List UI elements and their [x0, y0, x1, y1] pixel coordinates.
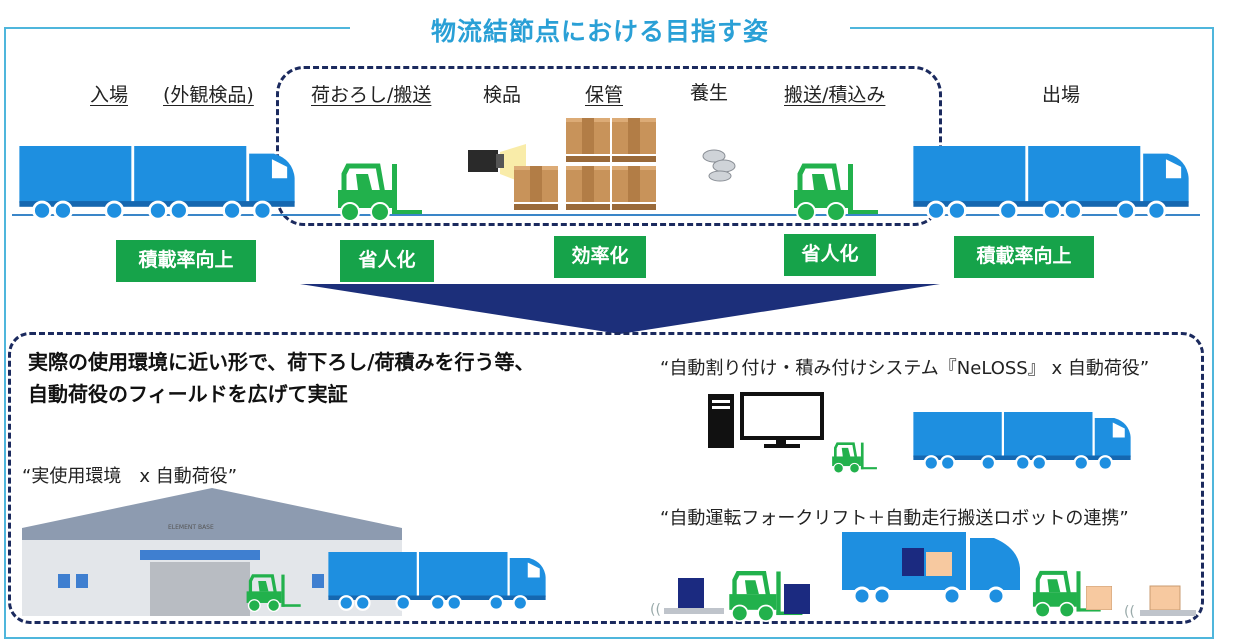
computer-icon	[708, 392, 824, 448]
stage-departure: 出場	[1042, 84, 1081, 106]
pallet-box-icon	[514, 166, 558, 210]
headline-line1: 実際の使用環境に近い形で、荷下ろし/荷積みを行う等、	[28, 350, 535, 374]
badge-load-rate: 積載率向上	[116, 240, 256, 282]
cargo-box	[784, 584, 810, 614]
forklift-icon	[334, 160, 424, 222]
down-arrow	[300, 284, 940, 334]
truck-icon	[14, 146, 300, 222]
pallet-box-icon	[566, 166, 610, 210]
ground-line	[12, 214, 1200, 216]
badge-load-rate: 積載率向上	[954, 236, 1094, 278]
page-title: 物流結節点における目指す姿	[430, 17, 769, 46]
cargo-box	[1086, 586, 1112, 610]
stage-inspection-external: (外観検品)	[163, 84, 254, 106]
case-neloss-label: “自動割り付け・積み付けシステム『NeLOSS』 x 自動荷役”	[660, 358, 1150, 379]
title-mask	[350, 10, 850, 50]
pallet-box-icon	[612, 166, 656, 210]
svg-text:((: ((	[1124, 604, 1135, 620]
truck-icon	[316, 552, 558, 612]
badge-efficiency: 効率化	[554, 236, 646, 278]
case-real-env-label: “実使用環境 x 自動荷役”	[22, 466, 238, 487]
stage-curing: 養生	[690, 82, 729, 104]
badge-labor-saving: 省人化	[784, 234, 876, 276]
truck-icon	[908, 146, 1194, 222]
warehouse-sign: ELEMENT BASE	[168, 524, 214, 531]
stage-inspection: 検品	[483, 84, 522, 106]
stage-arrival: 入場	[90, 84, 129, 106]
pallet-box-icon	[566, 118, 610, 162]
truck-icon	[902, 412, 1142, 472]
case-forklift-robot-label: “自動運転フォークリフト＋自動走行搬送ロボットの連携”	[660, 508, 1129, 529]
stage-loading: 搬送/積込み	[784, 84, 886, 106]
demonstration-zone-border	[8, 332, 1204, 624]
pallet-box-icon	[612, 118, 656, 162]
forklift-icon	[830, 440, 878, 474]
wrap-film-icon	[702, 149, 736, 182]
stage-unloading: 荷おろし/搬送	[311, 84, 432, 106]
forklift-icon	[790, 160, 880, 222]
forklift-icon	[244, 572, 302, 612]
agv-robot-icon: ((	[650, 578, 724, 618]
agv-robot-icon: ((	[1124, 585, 1196, 620]
truck-icon	[842, 532, 1020, 606]
svg-text:((: ((	[650, 602, 661, 618]
headline-line2: 自動荷役のフィールドを広げて実証	[28, 382, 348, 406]
badge-labor-saving: 省人化	[340, 240, 434, 282]
stage-storage: 保管	[585, 84, 624, 106]
